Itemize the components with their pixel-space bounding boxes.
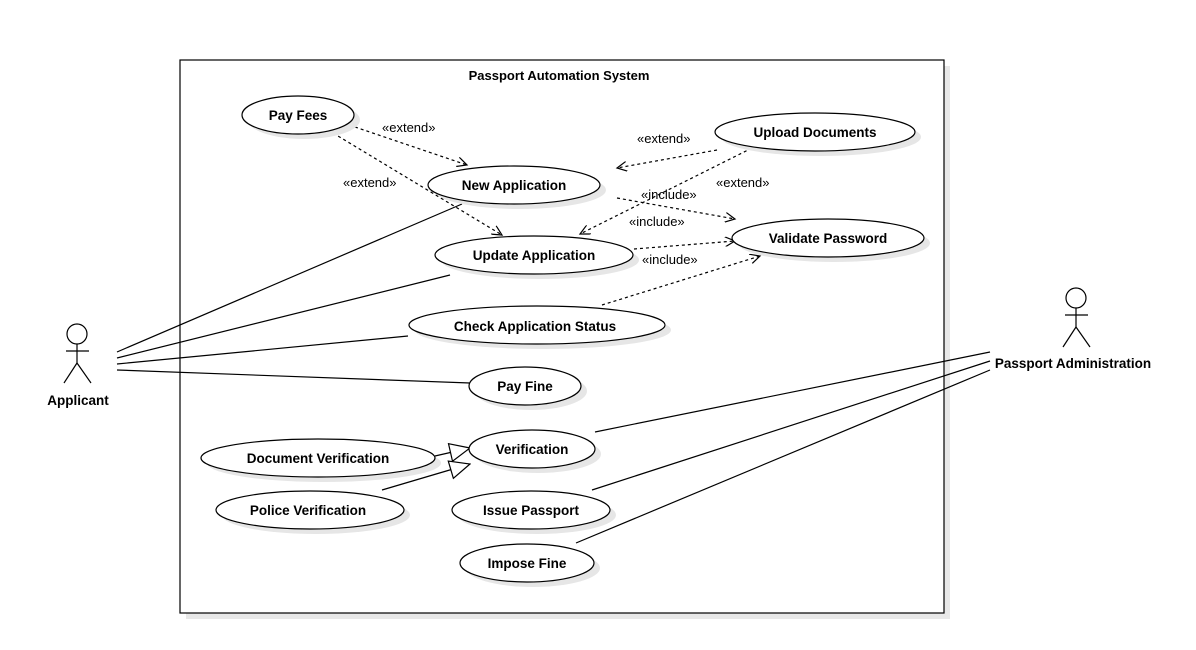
association-line <box>116 203 463 353</box>
use-case-label: Document Verification <box>247 451 390 466</box>
system-title: Passport Automation System <box>469 68 650 83</box>
extend-upload-update <box>580 139 769 234</box>
use-case-label: Issue Passport <box>483 503 580 518</box>
association-line <box>594 351 991 433</box>
use-case-new-application[interactable]: New Application <box>427 165 606 209</box>
extend-upload-new <box>617 149 718 168</box>
include-label: «include» <box>642 252 698 267</box>
association-line <box>575 369 991 544</box>
use-case-label: Upload Documents <box>753 125 876 140</box>
extend-label: «extend» <box>637 131 691 146</box>
use-case-impose-fine[interactable]: Impose Fine <box>459 543 600 587</box>
actor-head <box>1065 287 1087 309</box>
use-case-label: Impose Fine <box>488 556 567 571</box>
use-case-label: Check Application Status <box>454 319 616 334</box>
use-case-pay-fees[interactable]: Pay Fees <box>241 95 360 139</box>
include-new-validate <box>616 197 735 219</box>
use-case-police-verification[interactable]: Police Verification <box>215 490 410 534</box>
association-line <box>116 274 451 359</box>
extend-label: «extend» <box>382 120 436 135</box>
use-case-verification[interactable]: Verification <box>468 429 601 473</box>
generalizations <box>381 448 470 491</box>
include-label: «include» <box>629 214 685 229</box>
use-case-validate-password[interactable]: Validate Password <box>731 218 930 262</box>
actor-applicant[interactable]: Applicant <box>47 323 109 408</box>
association-line <box>591 360 991 491</box>
use-case-pay-fine[interactable]: Pay Fine <box>468 366 587 410</box>
stereotype-labels: «extend» «extend» «extend» «extend» «inc… <box>343 120 770 267</box>
generalization-document <box>434 448 470 456</box>
use-case-label: Police Verification <box>250 503 366 518</box>
use-case-update-application[interactable]: Update Application <box>434 235 639 279</box>
use-case-issue-passport[interactable]: Issue Passport <box>451 490 616 534</box>
actor-administration-label: Passport Administration <box>995 356 1151 371</box>
include-label: «include» <box>641 187 697 202</box>
actor-head <box>66 323 88 345</box>
use-case-document-verification[interactable]: Document Verification <box>200 438 441 482</box>
extend-paybefees-new <box>354 126 467 165</box>
association-line <box>116 369 471 384</box>
applicant-associations <box>116 203 471 384</box>
administration-associations <box>575 351 991 544</box>
use-case-label: Update Application <box>473 248 596 263</box>
use-case-upload-documents[interactable]: Upload Documents <box>714 112 921 156</box>
generalization-police <box>381 464 470 491</box>
use-case-label: Validate Password <box>769 231 888 246</box>
use-case-check-application-status[interactable]: Check Application Status <box>408 305 671 349</box>
use-case-label: Verification <box>496 442 569 457</box>
extend-payfees-update <box>332 132 502 235</box>
extend-label: «extend» <box>716 175 770 190</box>
use-case-label: Pay Fees <box>269 108 328 123</box>
dependencies <box>332 126 769 306</box>
extend-label: «extend» <box>343 175 397 190</box>
actor-passport-administration[interactable]: Passport Administration <box>995 287 1151 371</box>
use-case-label: New Application <box>462 178 567 193</box>
association-line <box>116 335 409 365</box>
use-case-label: Pay Fine <box>497 379 553 394</box>
actor-applicant-label: Applicant <box>47 393 109 408</box>
include-update-validate <box>633 241 735 250</box>
